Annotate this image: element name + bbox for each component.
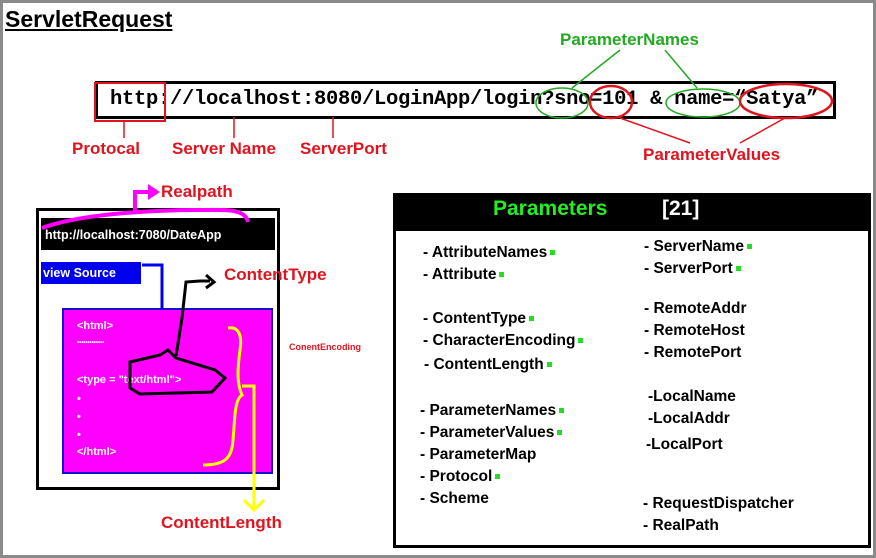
- parameter-label: - RequestDispatcher: [643, 495, 794, 512]
- view-source-connector: [142, 263, 164, 309]
- sno-ellipse: [535, 87, 589, 119]
- label-realpath: Realpath: [161, 182, 233, 201]
- parameters-count: [21]: [662, 197, 700, 220]
- parameter-label: - RemoteAddr: [644, 300, 747, 317]
- marked-indicator-icon: [735, 266, 741, 272]
- parameter-item: - RealPath: [643, 517, 719, 535]
- parameter-label: - ServerName: [644, 238, 744, 255]
- label-protocol: Protocal: [72, 139, 141, 158]
- content-length-arrowhead: [242, 498, 266, 513]
- browser-address-bar: http://localhost:7080/DateApp: [41, 218, 275, 250]
- parameter-label: -LocalAddr: [648, 410, 730, 427]
- parameter-label: - ContentLength: [424, 356, 544, 373]
- url-box: [95, 81, 836, 119]
- parameter-item: - ParameterMap: [420, 446, 536, 464]
- parameter-label: - Scheme: [420, 490, 489, 507]
- marked-indicator-icon: [559, 408, 565, 414]
- protocol-highlight: [94, 82, 166, 122]
- label-parameter-names: ParameterNames: [560, 30, 699, 49]
- parameter-item: - CharacterEncoding: [423, 332, 584, 350]
- realpath-arrowhead: [148, 184, 160, 200]
- realpath-arrow: [133, 190, 150, 213]
- parameter-label: - ParameterMap: [420, 446, 537, 463]
- code-line: •: [77, 429, 81, 441]
- label-content-type: ContentType: [224, 265, 327, 284]
- marked-indicator-icon: [578, 338, 584, 344]
- parameter-item: - ContentType: [423, 310, 535, 328]
- code-line: •: [77, 411, 81, 423]
- parameter-label: -LocalName: [648, 388, 736, 405]
- label-content-encoding: ConentEncoding: [289, 342, 361, 352]
- parameter-item: - RequestDispatcher: [643, 495, 794, 513]
- parameter-item: -LocalName: [648, 388, 736, 406]
- parameter-label: - ContentType: [423, 310, 527, 327]
- connector-line: [619, 117, 691, 144]
- parameter-item: - ContentLength: [424, 356, 552, 374]
- marked-indicator-icon: [495, 474, 501, 480]
- parameter-label: - RealPath: [643, 517, 719, 534]
- connector-line: [571, 49, 621, 89]
- parameter-label: - Protocol: [420, 468, 493, 485]
- marked-indicator-icon: [499, 272, 505, 278]
- connector-line: [664, 49, 698, 89]
- parameter-label: -LocalPort: [646, 436, 723, 453]
- view-source-button: view Source: [41, 262, 141, 284]
- parameter-label: - ParameterNames: [420, 402, 557, 419]
- label-server-port: ServerPort: [300, 139, 387, 158]
- content-length-connector: [242, 384, 256, 508]
- parameter-item: - AttributeNames: [423, 244, 556, 262]
- marked-indicator-icon: [557, 430, 563, 436]
- code-line: <html>: [77, 320, 114, 332]
- marked-indicator-icon: [550, 250, 556, 256]
- page-title: ServletRequest: [5, 6, 173, 32]
- parameter-item: - RemotePort: [644, 344, 741, 362]
- parameter-item: - ServerName: [644, 238, 752, 256]
- parameter-item: - ParameterNames: [420, 402, 565, 420]
- parameter-item: -LocalPort: [646, 436, 723, 454]
- marked-indicator-icon: [529, 316, 535, 322]
- parameter-label: - CharacterEncoding: [423, 332, 576, 349]
- parameter-item: -LocalAddr: [648, 410, 730, 428]
- code-line: •••••••••••••: [77, 340, 105, 346]
- satya-ellipse: [738, 82, 834, 120]
- connector-line: [739, 117, 786, 144]
- label-parameter-values: ParameterValues: [643, 145, 781, 164]
- marked-indicator-icon: [546, 362, 552, 368]
- parameter-label: - Attribute: [423, 266, 497, 283]
- parameter-label: - RemotePort: [644, 344, 742, 361]
- parameter-label: - ServerPort: [644, 260, 733, 277]
- parameter-item: - Protocol: [420, 468, 501, 486]
- parameter-label: - ParameterValues: [420, 424, 555, 441]
- parameters-title: Parameters: [493, 197, 608, 220]
- url-text: http://localhost:8080/LoginApp/login?sno…: [110, 88, 819, 111]
- parameter-label: - RemoteHost: [644, 322, 745, 339]
- content-type-connector: [174, 279, 210, 357]
- parameter-label: - AttributeNames: [423, 244, 548, 261]
- parameter-item: - Attribute: [423, 266, 505, 284]
- marked-indicator-icon: [746, 244, 752, 250]
- source-view: [62, 308, 273, 474]
- content-type-scribble: [128, 348, 228, 396]
- parameter-item: - RemoteHost: [644, 322, 745, 340]
- parameters-header: [393, 193, 871, 231]
- parameter-item: - ServerPort: [644, 260, 741, 278]
- code-line: </html>: [77, 446, 117, 458]
- value-101-ellipse: [588, 84, 634, 120]
- content-type-arrowhead: [205, 273, 217, 290]
- label-server-name: Server Name: [172, 139, 276, 158]
- parameter-item: - ParameterValues: [420, 424, 563, 442]
- code-line: •: [77, 393, 81, 405]
- content-length-brace: [202, 326, 244, 467]
- label-content-length: ContentLength: [161, 513, 282, 532]
- realpath-scribble: [41, 207, 250, 230]
- parameter-item: - Scheme: [420, 490, 489, 508]
- parameter-item: - RemoteAddr: [644, 300, 746, 318]
